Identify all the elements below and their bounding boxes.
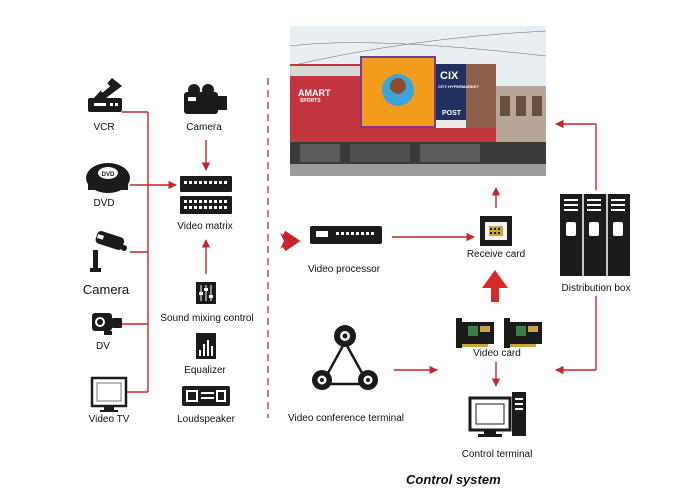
video-conference-icon [312, 325, 378, 390]
label-video-card: Video card [473, 348, 521, 359]
distribution-box-icon [560, 194, 630, 276]
label-receive-card: Receive card [466, 249, 526, 260]
billboard-cix-subtext: CITY HYPERMARKET [438, 84, 480, 89]
video-card-icon-2 [504, 318, 542, 348]
video-to-receive-big-arrow [482, 270, 508, 302]
distribution-loop [555, 119, 597, 375]
label-equalizer: Equalizer [184, 365, 226, 376]
dvd-icon: DVD [86, 163, 130, 193]
billboard-store-subtext: SPORTS [300, 98, 321, 104]
video-matrix-icon [180, 176, 232, 214]
label-camera: Camera [186, 122, 222, 133]
label-dv: DV [96, 341, 110, 352]
label-video-conference-terminal: Video conference terminal [288, 413, 404, 424]
sound-mixer-icon [196, 282, 216, 304]
pro-camera-icon [184, 84, 227, 114]
led-screen-street-photo: AMART SPORTS CIX CITY HYPERMARKET POST [290, 26, 546, 176]
label-distribution-box: Distribution box [561, 283, 631, 294]
billboard-post-sign: POST [442, 110, 462, 117]
svg-text:DVD: DVD [102, 172, 115, 178]
billboard-cix-sign: CIX [440, 70, 459, 82]
source-connectors [122, 111, 177, 393]
big-chevron-arrow [280, 233, 292, 249]
label-dvd: DVD [93, 198, 115, 209]
label-sound-mixing-control: Sound mixing control [160, 313, 254, 324]
label-camera-source: Camera [82, 282, 130, 297]
label-control-terminal: Control terminal [461, 449, 533, 460]
label-video-tv: Video TV [88, 414, 130, 425]
cctv-camera-icon [90, 231, 127, 272]
dv-camcorder-icon [92, 313, 122, 335]
label-video-processor: Video processor [307, 264, 381, 275]
label-video-matrix: Video matrix [177, 221, 233, 232]
loudspeaker-icon [182, 386, 230, 406]
video-tv-icon [90, 376, 128, 412]
equalizer-icon [196, 333, 216, 359]
label-control-system: Control system [406, 472, 501, 487]
label-vcr: VCR [93, 122, 115, 133]
video-card-icon [456, 318, 494, 348]
label-loudspeaker: Loudspeaker [177, 414, 235, 425]
receive-card-icon [480, 216, 512, 246]
control-terminal-icon [468, 392, 526, 437]
billboard-store-sign: AMART [298, 88, 331, 98]
video-processor-icon [310, 226, 382, 244]
vcr-icon [88, 78, 122, 112]
